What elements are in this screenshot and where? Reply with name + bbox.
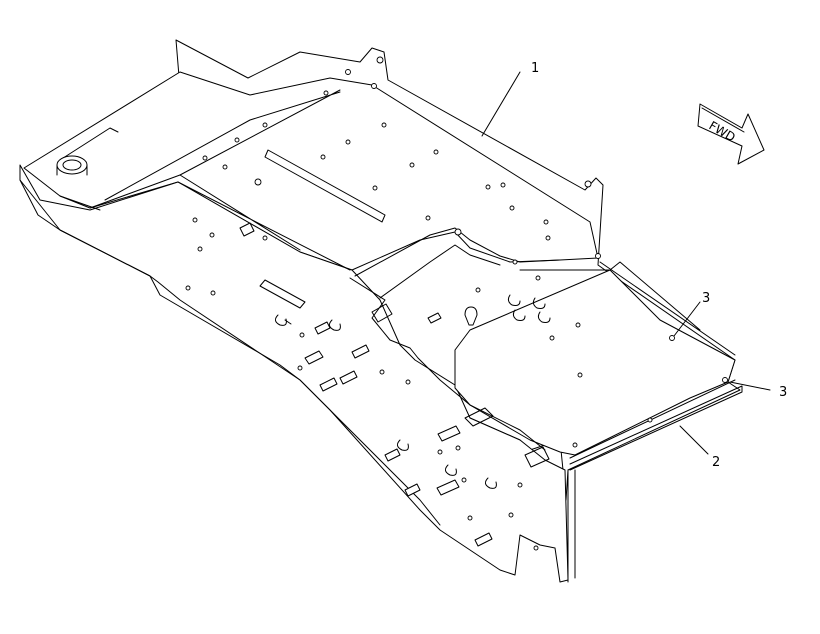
side-panel-holes [185,217,728,551]
leader-3b [729,381,771,391]
frame-assembly [19,39,743,583]
center-ridge [349,277,546,451]
clips [274,294,551,489]
leader-1 [481,71,521,137]
round-port [56,155,88,176]
callout-3b: 3 [779,385,787,400]
deck-slot [264,149,386,223]
callout-1: 1 [531,61,539,76]
fwd-arrow-icon: FWD [697,103,765,165]
leader-3a [673,301,701,337]
deck-holes [202,56,601,281]
front-rail [569,379,743,471]
leaders [481,71,771,455]
callout-2: 2 [712,455,720,470]
bosses [239,222,493,547]
callout-3a: 3 [702,291,710,306]
leader-2 [679,425,709,455]
left-side-panel [19,164,569,583]
